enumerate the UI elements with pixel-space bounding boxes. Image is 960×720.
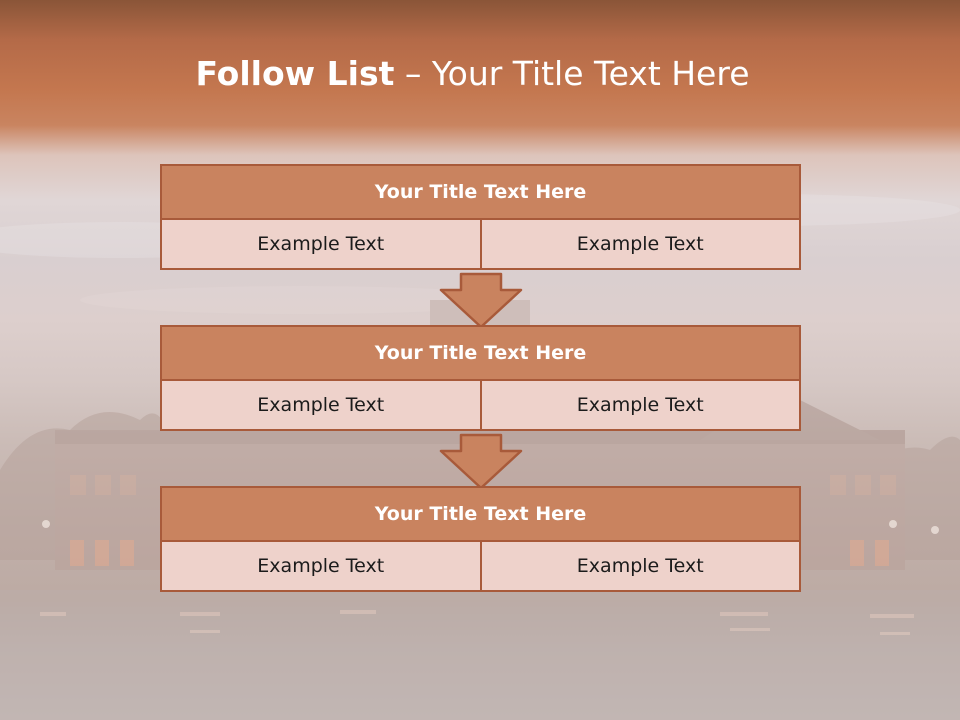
block-cell-left: Example Text <box>160 381 482 431</box>
slide-title-bold: Follow List <box>195 54 395 93</box>
block-header: Your Title Text Here <box>160 325 801 381</box>
block-header: Your Title Text Here <box>160 164 801 220</box>
list-block-3: Your Title Text Here Example Text Exampl… <box>160 486 801 592</box>
block-row: Example Text Example Text <box>160 542 801 592</box>
list-block-2: Your Title Text Here Example Text Exampl… <box>160 325 801 431</box>
arrow-down-icon <box>439 272 523 329</box>
block-cell-right: Example Text <box>481 542 801 592</box>
block-header: Your Title Text Here <box>160 486 801 542</box>
block-cell-left: Example Text <box>160 220 482 270</box>
block-row: Example Text Example Text <box>160 381 801 431</box>
list-block-1: Your Title Text Here Example Text Exampl… <box>160 164 801 270</box>
block-cell-right: Example Text <box>481 220 801 270</box>
slide-title: Follow List – Your Title Text Here <box>0 54 945 93</box>
block-row: Example Text Example Text <box>160 220 801 270</box>
slide-title-rest: – Your Title Text Here <box>404 54 750 93</box>
block-cell-left: Example Text <box>160 542 482 592</box>
arrow-down-icon <box>439 433 523 490</box>
block-cell-right: Example Text <box>481 381 801 431</box>
